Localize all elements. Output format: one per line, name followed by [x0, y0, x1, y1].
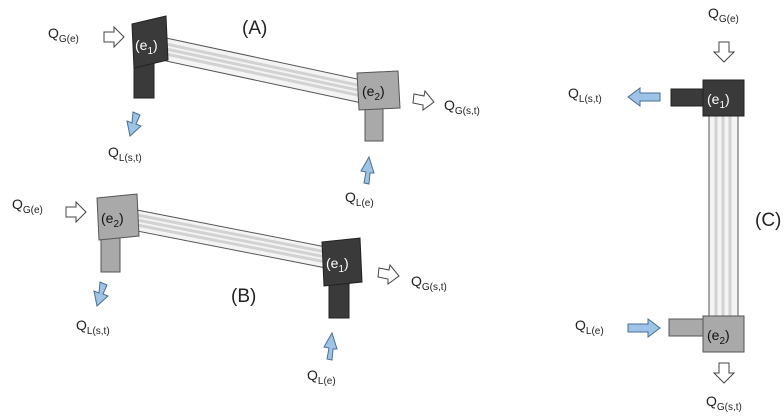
flow-label-b-qg-e: QG(e) [12, 196, 43, 216]
element-box-c-e1: (e1) [702, 79, 745, 117]
flow-label-b-ql-st: QL(s,t) [76, 317, 110, 337]
svg-text:(e1): (e1) [135, 37, 158, 57]
panel-label-c: (C) [755, 210, 781, 231]
outlet-stub-b-e2 [100, 235, 121, 273]
svg-text:(e2): (e2) [101, 210, 124, 230]
flow-label-a-qg-st: QG(s,t) [444, 97, 480, 117]
flow-label-c-ql-e: QL(e) [575, 317, 604, 337]
flow-label-a-qg-e: QG(e) [48, 25, 79, 45]
element-box-b-e1: (e1) [321, 237, 363, 287]
element-box-a-e1: (e1) [131, 15, 169, 69]
blue-arrow-icon [360, 155, 375, 185]
flow-label-c-qg-st: QG(s,t) [706, 393, 742, 413]
tube-c [708, 115, 739, 317]
panel-label-b: (B) [231, 286, 256, 307]
blue-arrow-icon [126, 111, 142, 137]
outlet-stub-c-e1 [670, 88, 705, 107]
hollow-arrow-icon [103, 25, 125, 49]
panel-c: (e1) (e2) (C) QG(e) QL(s,t) QL(e) QG(s,t… [568, 5, 781, 413]
svg-text:(e2): (e2) [707, 327, 730, 347]
flow-label-a-ql-e: QL(e) [345, 189, 374, 209]
hollow-arrow-icon [377, 263, 400, 285]
hollow-arrow-icon [712, 41, 736, 63]
outlet-stub-c-e2 [668, 318, 704, 337]
svg-text:(e2): (e2) [362, 83, 385, 103]
flow-label-b-ql-e: QL(e) [307, 367, 336, 387]
flow-label-b-qg-st: QG(s,t) [411, 273, 447, 293]
tube-a [165, 37, 363, 104]
panel-a: (e1) (e2) (A) QG(e) QL(s,t) QG(s,t) QL(e… [48, 15, 480, 209]
blue-arrow-icon [627, 318, 661, 338]
hollow-arrow-icon [65, 200, 87, 224]
tube-b [136, 209, 327, 269]
element-box-a-e2: (e2) [356, 70, 401, 111]
svg-text:(e1): (e1) [326, 255, 349, 275]
panel-label-a: (A) [242, 18, 267, 39]
element-box-c-e2: (e2) [702, 315, 745, 353]
outlet-stub-a-e2 [364, 107, 384, 142]
blue-arrow-icon [323, 331, 338, 361]
blue-arrow-icon [93, 281, 109, 307]
flow-label-a-ql-st: QL(s,t) [108, 144, 142, 164]
blue-arrow-icon [627, 87, 661, 107]
hollow-arrow-icon [412, 89, 435, 111]
flow-label-c-ql-st: QL(s,t) [568, 85, 602, 105]
svg-text:(e1): (e1) [707, 91, 730, 111]
flow-label-c-qg-e: QG(e) [708, 5, 739, 25]
panel-b: (e2) (e1) (B) QG(e) QL(s,t) QG(s,t) QL(e… [12, 193, 447, 387]
outlet-stub-b-e1 [328, 281, 350, 319]
hollow-arrow-icon [712, 362, 736, 384]
element-box-b-e2: (e2) [96, 193, 140, 241]
